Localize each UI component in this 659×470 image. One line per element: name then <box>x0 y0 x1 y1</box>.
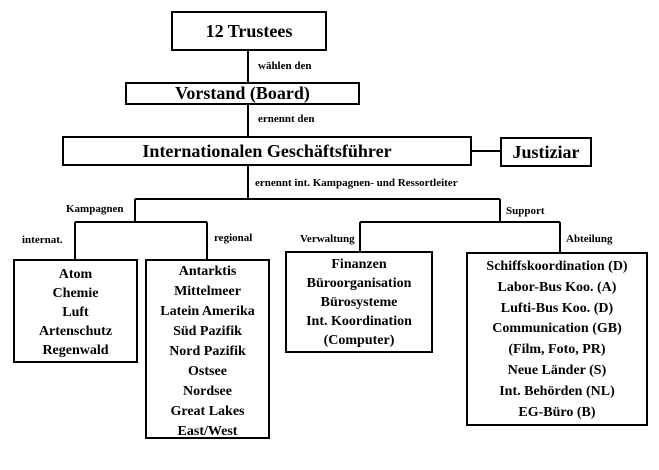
edge-label-trustees-board: wählen den <box>258 60 312 72</box>
list-item: Süd Pazifik <box>173 324 242 339</box>
regional-campaigns-box: Antarktis Mittelmeer Latein Amerika Süd … <box>145 259 270 439</box>
list-item: Latein Amerika <box>160 304 255 319</box>
list-item: Regenwald <box>42 343 109 358</box>
board-box: Vorstand (Board) <box>125 82 360 105</box>
list-item: Nordsee <box>183 384 232 399</box>
list-item: Luft <box>62 305 89 320</box>
general-manager-box: Internationalen Geschäftsführer <box>62 136 472 166</box>
trustees-box: 12 Trustees <box>171 11 327 51</box>
list-item: EG-Büro (B) <box>518 404 596 420</box>
list-item: Artenschutz <box>38 324 113 339</box>
international-label: internat. <box>22 234 63 246</box>
list-item: Ostsee <box>188 364 227 379</box>
list-item: Atom <box>58 267 93 282</box>
list-item: Schiffskoordination (D) <box>486 259 628 274</box>
list-item: Bürosysteme <box>320 295 398 310</box>
list-item: Labor-Bus Koo. (A) <box>497 279 617 295</box>
list-item: East/West <box>177 424 238 439</box>
list-item: Finanzen <box>331 257 387 272</box>
legal-label: Justiziar <box>512 141 580 162</box>
list-item: Int. Koordination <box>306 314 412 329</box>
regional-label: regional <box>214 232 253 244</box>
list-item: Antarktis <box>178 264 237 279</box>
trustees-label: 12 Trustees <box>205 20 293 41</box>
list-item: Mittelmeer <box>174 284 241 299</box>
list-item: (Film, Foto, PR) <box>508 342 606 358</box>
international-campaigns-box: Atom Chemie Luft Artenschutz Regenwald <box>13 259 138 363</box>
administration-label: Verwaltung <box>300 233 355 245</box>
edge-label-gm-leaders: ernennt int. Kampagnen- und Ressortleite… <box>255 177 458 189</box>
list-item: Büroorganisation <box>306 276 412 291</box>
board-label: Vorstand (Board) <box>175 83 310 103</box>
list-item: Int. Behörden (NL) <box>499 383 615 399</box>
legal-box: Justiziar <box>500 137 592 167</box>
list-item: (Computer) <box>323 333 395 348</box>
departments-box: Schiffskoordination (D) Labor-Bus Koo. (… <box>466 252 648 426</box>
list-item: Nord Pazifik <box>169 344 246 359</box>
campaigns-label: Kampagnen <box>66 203 124 215</box>
administration-box: Finanzen Büroorganisation Bürosysteme In… <box>285 251 433 353</box>
support-label: Support <box>506 205 545 217</box>
general-manager-label: Internationalen Geschäftsführer <box>142 140 392 161</box>
list-item: Lufti-Bus Koo. (D) <box>500 300 614 316</box>
list-item: Neue Länder (S) <box>507 362 607 378</box>
list-item: Chemie <box>52 286 99 301</box>
list-item: Great Lakes <box>170 404 245 419</box>
edge-label-board-gm: ernennt den <box>258 113 315 125</box>
list-item: Communication (GB) <box>492 321 622 337</box>
departments-label: Abteilung <box>566 233 613 245</box>
